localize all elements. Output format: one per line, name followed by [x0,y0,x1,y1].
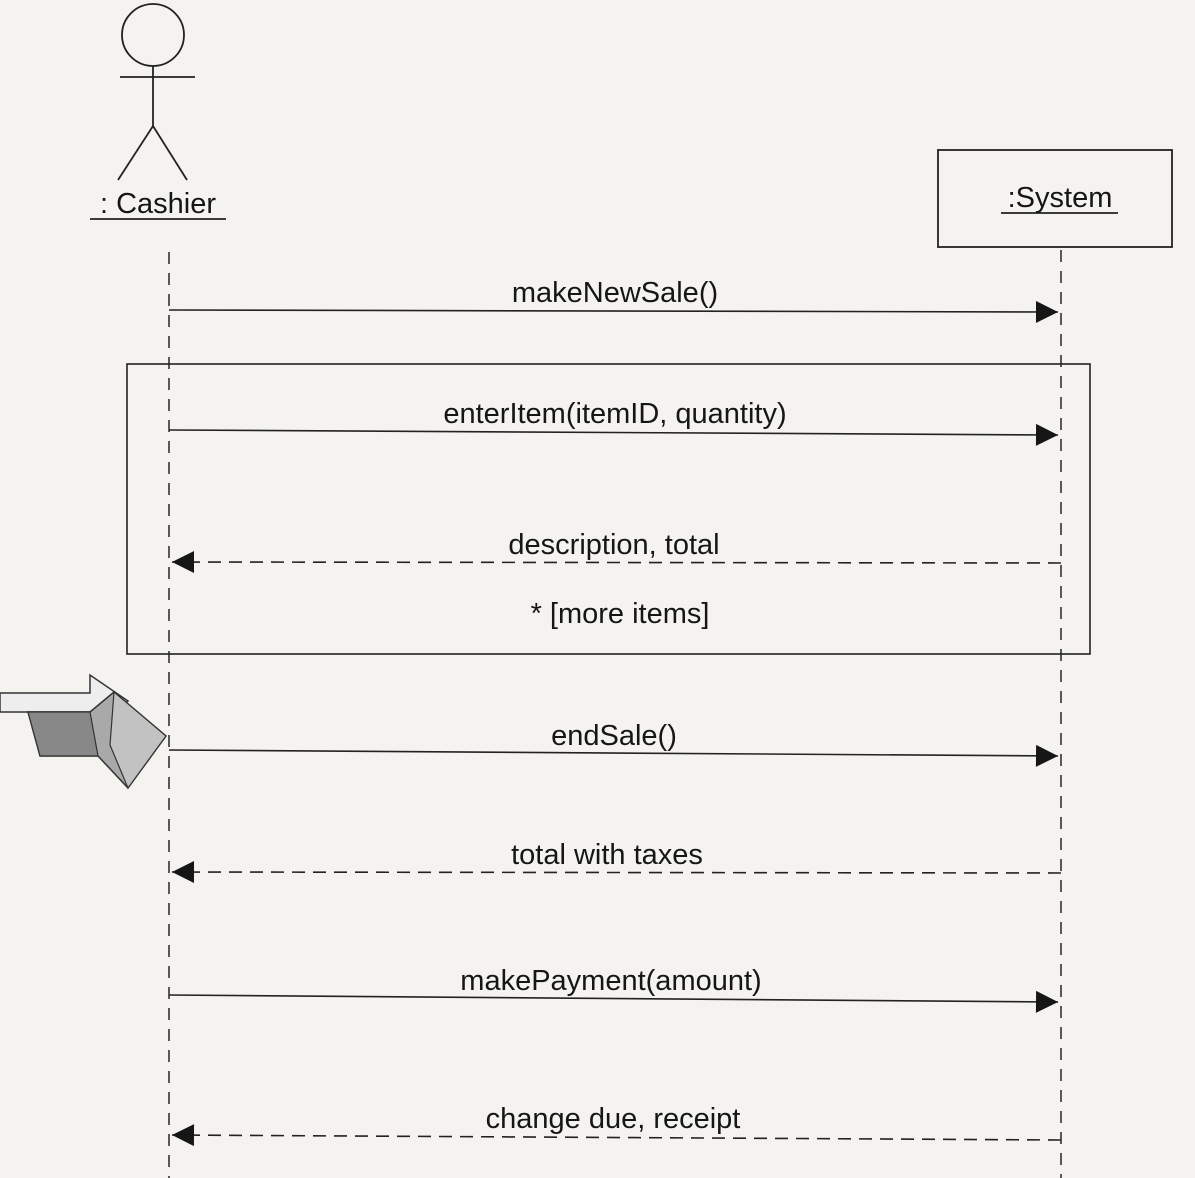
message-arrow [168,990,1059,1013]
message-arrow [171,1124,1062,1147]
stick-figure-icon [117,3,195,181]
message-make-payment: makePayment(amount) [168,965,1059,1013]
actor-label: : Cashier [100,188,216,220]
message-total-with-taxes: total with taxes [171,839,1062,884]
message-make-new-sale: makeNewSale() [168,277,1059,323]
message-label: total with taxes [511,839,703,871]
loop-frame [126,363,1091,655]
pointer-arrow-icon [0,673,168,790]
message-label: endSale() [551,720,677,752]
message-label: makePayment(amount) [460,965,761,997]
message-arrow [168,423,1059,446]
message-arrow [171,861,1062,884]
system-label: :System [1008,182,1113,214]
message-label: makeNewSale() [512,277,718,309]
system-box [937,149,1173,248]
message-description-total: description, total [171,529,1062,574]
message-enter-item: enterItem(itemID, quantity) [168,398,1059,446]
loop-frame-label: * [more items] [531,598,710,630]
message-arrow [168,300,1059,323]
message-label: change due, receipt [486,1103,741,1135]
message-end-sale: endSale() [168,720,1059,767]
message-label: description, total [508,529,719,561]
message-change-due-receipt: change due, receipt [171,1103,1062,1147]
message-arrow [171,551,1062,574]
message-label: enterItem(itemID, quantity) [443,398,786,430]
message-arrow [168,744,1059,767]
